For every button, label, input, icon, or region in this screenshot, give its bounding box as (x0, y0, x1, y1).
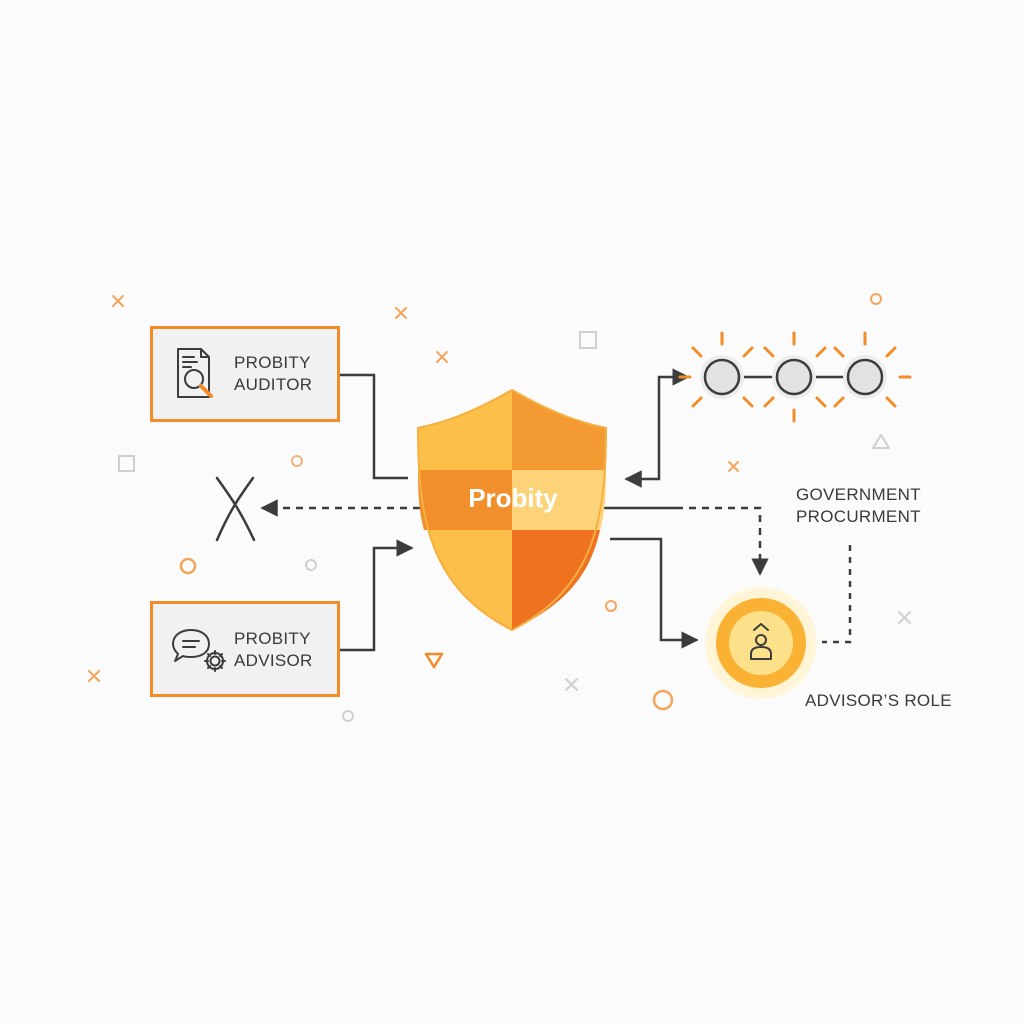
advisor-connector (340, 539, 414, 652)
government-procurement-label: GOVERNMENT PROCURMENT (796, 485, 921, 526)
connectors (260, 368, 852, 652)
probity-advisor-label: PROBITY ADVISOR (234, 629, 313, 670)
procurement-to-role-dashed (822, 545, 852, 644)
shield-to-role-dashed (676, 506, 769, 576)
shield-to-role-connector (610, 537, 699, 649)
node-chain-icon (678, 331, 912, 423)
shield-icon (416, 388, 608, 632)
person-icon (750, 623, 772, 660)
probity-auditor-box: PROBITY AUDITOR (150, 326, 340, 422)
chat-gear-icon (172, 629, 226, 672)
shield-label: Probity (468, 483, 558, 513)
auditor-connector (340, 373, 408, 480)
advisor-role-node (705, 587, 817, 699)
chain-to-shield-connector (624, 368, 690, 488)
decorative-marks (88, 293, 911, 722)
probity-advisor-box: PROBITY ADVISOR (150, 601, 340, 697)
cross-icon (215, 476, 256, 542)
advisor-role-label: ADVISOR’S ROLE (805, 691, 952, 710)
probity-auditor-label: PROBITY AUDITOR (234, 353, 313, 394)
document-search-icon (177, 348, 213, 398)
